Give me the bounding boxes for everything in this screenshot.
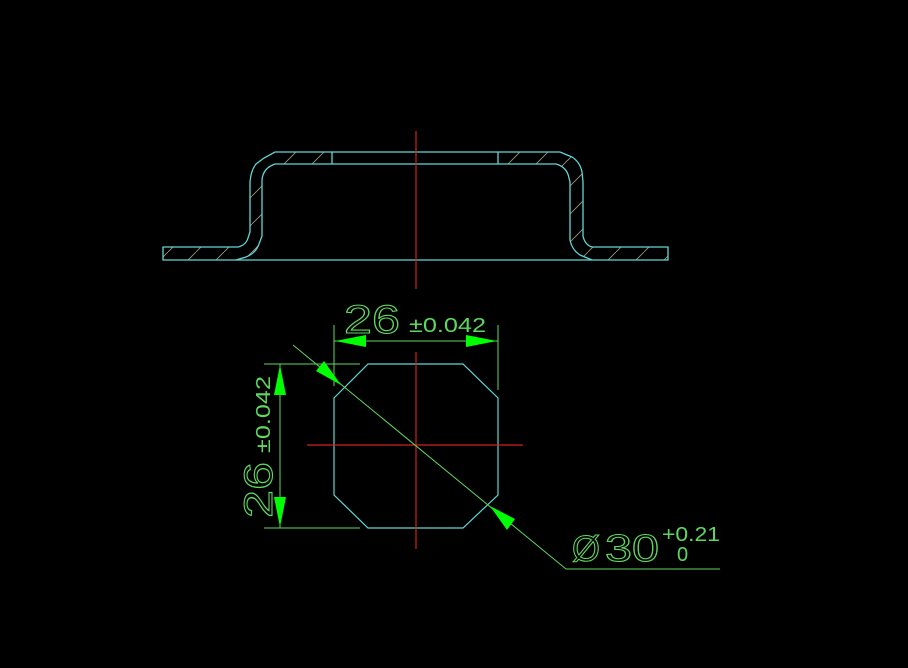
dimension-width[interactable]: 26 ±0.042 — [333, 297, 499, 390]
width-arrow-left-icon — [335, 335, 366, 347]
diameter-symbol: Ø — [572, 528, 600, 569]
dimension-diameter[interactable]: Ø 30 +0.21 0 — [292, 344, 720, 571]
section-hatch-left — [163, 152, 332, 260]
section-inner-outline — [235, 163, 593, 261]
plan-view — [307, 352, 523, 549]
section-view — [162, 131, 669, 289]
section-outer-outline — [162, 151, 669, 261]
width-tolerance: ±0.042 — [409, 315, 486, 337]
height-arrow-top-icon — [274, 365, 286, 395]
width-arrow-right-icon — [466, 335, 497, 347]
height-tolerance: ±0.042 — [253, 376, 275, 453]
height-arrow-bottom-icon — [274, 497, 286, 527]
width-value: 26 — [344, 298, 400, 342]
diameter-upper-tolerance: +0.21 — [662, 524, 720, 546]
diameter-lower-tolerance: 0 — [677, 544, 688, 566]
height-value: 26 — [237, 462, 281, 518]
octagon-outline — [333, 363, 499, 529]
diameter-value: 30 — [605, 528, 659, 570]
dimension-height[interactable]: 26 ±0.042 — [236, 363, 360, 529]
diameter-arrow-bottom-icon — [490, 506, 515, 530]
diameter-arrow-top-icon — [316, 361, 341, 385]
